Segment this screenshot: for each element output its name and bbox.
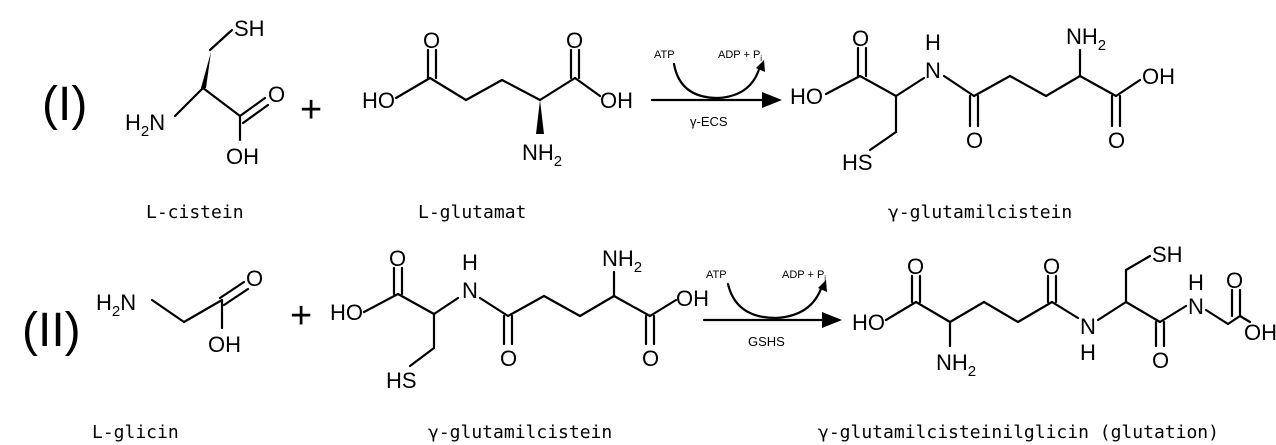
caption-glutathione: γ-glutamilcisteinilglicin (glutation) — [818, 422, 1219, 443]
cofactor-curve — [672, 62, 762, 100]
atom-label: NH2 — [602, 246, 642, 276]
reaction-1-label: (I) — [42, 78, 87, 131]
cofactor-out-label: ADP + Pi — [782, 269, 826, 283]
cofactor-arrowhead — [756, 60, 765, 72]
plus-sign: + — [290, 295, 312, 337]
wedge-bond — [536, 100, 544, 134]
plus-sign: + — [300, 89, 322, 131]
atom-label: O — [966, 128, 983, 153]
atom-label: H — [1188, 270, 1204, 295]
enzyme-label: γ-ECS — [690, 114, 728, 129]
atom-label: SH — [1152, 242, 1183, 267]
gamma-glutamylcysteine-reactant-structure: HO O HS H N O NH2 O OH — [330, 246, 709, 393]
atom-label: O — [566, 28, 583, 53]
atom-label: N — [1080, 314, 1096, 339]
atom-label: O — [268, 82, 285, 107]
atom-label: O — [1108, 128, 1125, 153]
atom-label: O — [500, 346, 517, 371]
atom-label: N — [1188, 294, 1204, 319]
main-arrowhead — [822, 312, 842, 328]
atom-label: NH2 — [1066, 24, 1106, 54]
caption-l-cysteine: L-cistein — [146, 202, 244, 223]
cofactor-in-label: ATP — [654, 49, 675, 61]
l-glutamate-structure: HO O NH2 O OH — [362, 28, 633, 170]
atom-label: NH2 — [522, 140, 562, 170]
atom-label: H2N — [125, 110, 165, 140]
glutathione-structure: HO O NH2 O N H SH O H N — [852, 242, 1242, 380]
atom-label: OH — [600, 88, 633, 113]
atom-label: O — [907, 254, 924, 279]
atom-label: O — [642, 346, 659, 371]
caption-gamma-glutamylcysteine: γ-glutamilcistein — [888, 202, 1072, 223]
gamma-glutamylcysteine-structure: HO O HS H N O NH2 O OH — [790, 24, 1175, 175]
atom-label: O — [1152, 348, 1169, 373]
atom-label: O — [852, 26, 869, 51]
atom-label: N — [925, 58, 941, 83]
atom-label: O — [246, 266, 263, 291]
atom-label: OH — [676, 286, 709, 311]
caption-gamma-glutamylcysteine-2: γ-glutamilcistein — [428, 422, 612, 443]
atom-label: HO — [852, 310, 885, 335]
glycine-structure: H2N O OH — [96, 266, 263, 357]
cofactor-arrowhead — [818, 280, 827, 292]
cofactor-out-label: ADP + Pi — [718, 49, 762, 63]
atom-label: OH — [1142, 64, 1175, 89]
atom-label: O — [1043, 254, 1060, 279]
atom-label: O — [423, 28, 440, 53]
atom-label: O — [1226, 268, 1243, 293]
reaction-2-label: (II) — [22, 304, 81, 357]
atom-label: NH2 — [936, 350, 976, 380]
atom-label: H2N — [96, 290, 136, 320]
cofactor-curve — [726, 282, 824, 320]
main-arrowhead — [762, 92, 782, 108]
l-cysteine-structure: SH H2N O OH — [125, 16, 285, 169]
atom-label: HS — [386, 368, 417, 393]
atom-label: H — [462, 250, 478, 275]
caption-l-glycine: L-glicin — [92, 422, 179, 443]
atom-label: H — [925, 30, 941, 55]
enzyme-label: GSHS — [748, 334, 785, 349]
atom-label: O — [389, 246, 406, 271]
wedge-bond — [201, 52, 211, 88]
atom-label: N — [462, 278, 478, 303]
atom-label: OH — [226, 144, 259, 169]
atom-label: HO — [330, 300, 363, 325]
glutathione-terminal-carboxyl: O OH — [1226, 268, 1276, 345]
atom-label: HO — [790, 84, 823, 109]
atom-label: HO — [362, 88, 395, 113]
atom-label: OH — [208, 332, 241, 357]
atom-label: H — [1080, 340, 1096, 365]
atom-label: OH — [1244, 320, 1276, 345]
reaction-2-arrow: ATP ADP + Pi GSHS — [702, 269, 842, 349]
caption-l-glutamate: L-glutamat — [418, 202, 526, 223]
reaction-1-arrow: ATP ADP + Pi γ-ECS — [650, 49, 782, 129]
atom-label: HS — [842, 150, 873, 175]
atom-label: SH — [234, 16, 265, 41]
cofactor-in-label: ATP — [706, 269, 727, 281]
